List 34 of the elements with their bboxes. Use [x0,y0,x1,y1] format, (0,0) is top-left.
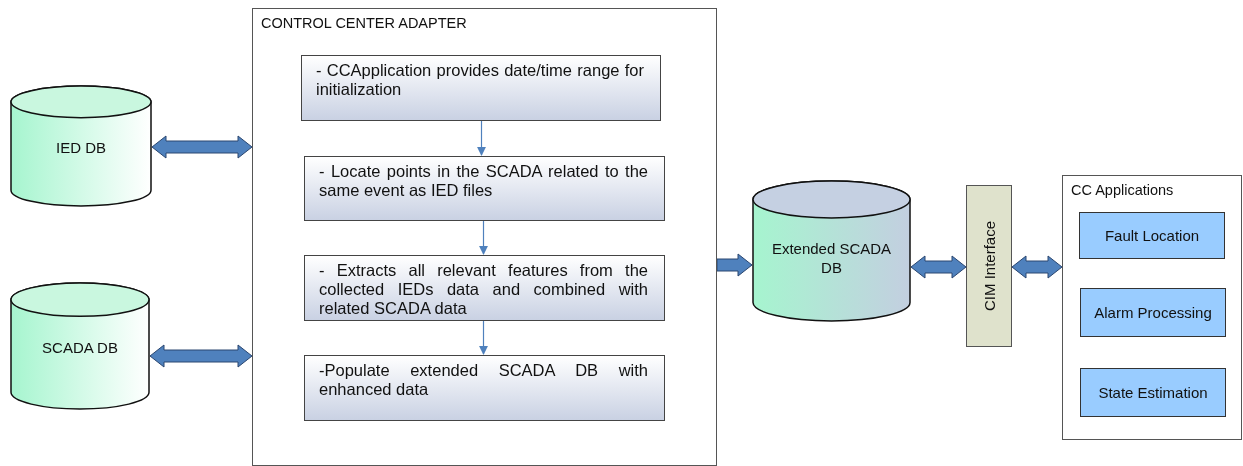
arrow [477,119,486,156]
panel-heading: CONTROL CENTER ADAPTER [261,15,467,31]
database-label: IED DB [55,138,107,157]
block-arrow [910,255,967,279]
step-text: - CCApplication provides date/time range for initialization [316,61,644,99]
step-text: - Extracts all relevant features from the collected IEDs data and combined with related SCADA data [319,261,648,318]
database-cylinder [10,282,150,410]
interface-label: CIM Interface [980,221,998,311]
process-box [304,156,665,221]
database-cylinder [752,180,911,322]
panel-heading: CC Applications [1071,182,1174,198]
step-text: -Populate extended SCADA DB with enhanced data [319,361,648,399]
arrow [479,319,488,355]
database-cylinder [10,85,152,207]
process-box [304,355,665,421]
interface-bar [966,185,1012,347]
block-arrow [149,344,253,368]
process-box [301,55,661,121]
database-label: SCADA DB [41,338,119,357]
group-panel [252,8,717,466]
process-box [304,255,665,321]
group-panel [1062,175,1242,440]
application-label: Fault Location [1104,226,1200,245]
block-arrow [151,135,253,159]
application-box [1080,288,1226,337]
application-box [1080,368,1226,417]
step-text: - Locate points in the SCADA related to the same event as IED files [319,162,648,200]
database-label: Extended SCADA DB [770,239,893,277]
block-arrow [716,253,753,277]
block-arrow [1011,255,1063,279]
application-label: State Estimation [1098,383,1208,402]
application-label: Alarm Processing [1094,303,1212,322]
application-box [1079,212,1225,259]
arrow [479,219,488,255]
